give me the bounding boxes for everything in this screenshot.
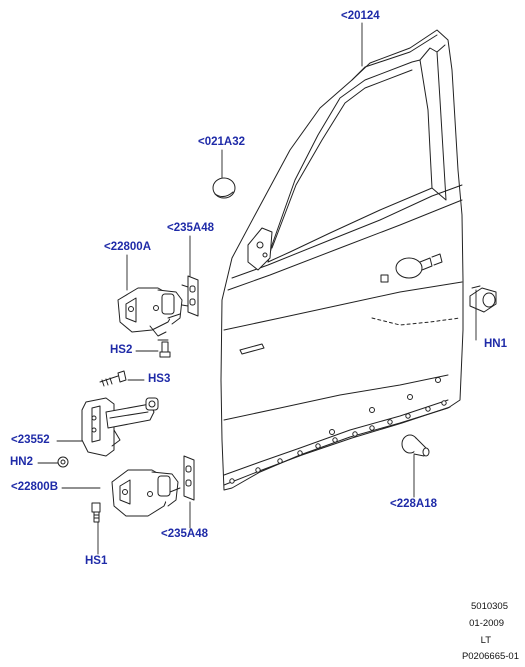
bumper-part — [401, 434, 430, 457]
callout-check-strap[interactable]: <23552 — [11, 434, 50, 446]
plug-part — [212, 177, 236, 199]
door-nut-part — [469, 285, 497, 313]
lower-hinge-shim-part — [183, 455, 195, 501]
check-strap-nut-part — [51, 456, 69, 468]
callout-bolt-hs2[interactable]: HS2 — [110, 344, 133, 356]
reference-illustration-id: P0206665-01 — [461, 651, 519, 662]
reference-date: 01-2009 — [469, 618, 504, 629]
callout-nut-hn1[interactable]: HN1 — [484, 338, 508, 350]
callout-bolt-hs1[interactable]: HS1 — [85, 555, 108, 567]
upper-hinge-part — [117, 287, 183, 337]
callout-nut-hn2[interactable]: HN2 — [10, 456, 34, 468]
upper-hinge-bolt-part — [157, 339, 171, 358]
check-strap-bolt-part — [99, 370, 127, 387]
lower-hinge-part — [111, 469, 181, 517]
callout-lower-hinge[interactable]: <22800B — [11, 481, 58, 493]
callout-upper-shim[interactable]: <235A48 — [167, 222, 214, 234]
leader-lines — [37, 22, 477, 555]
door-shell-part — [220, 29, 464, 491]
check-strap-part — [81, 397, 159, 457]
callout-lower-shim[interactable]: <235A48 — [161, 528, 208, 540]
callout-door-shell[interactable]: <20124 — [341, 10, 380, 22]
callout-plug[interactable]: <021A32 — [198, 136, 245, 148]
reference-side: LT — [480, 635, 491, 646]
callout-bolt-hs3[interactable]: HS3 — [148, 373, 171, 385]
callout-upper-hinge[interactable]: <22800A — [104, 241, 151, 253]
lower-hinge-bolt-part — [91, 502, 101, 523]
callout-bumper[interactable]: <228A18 — [390, 498, 437, 510]
reference-number: 5010305 — [471, 601, 508, 612]
upper-hinge-shim-part — [181, 275, 199, 317]
